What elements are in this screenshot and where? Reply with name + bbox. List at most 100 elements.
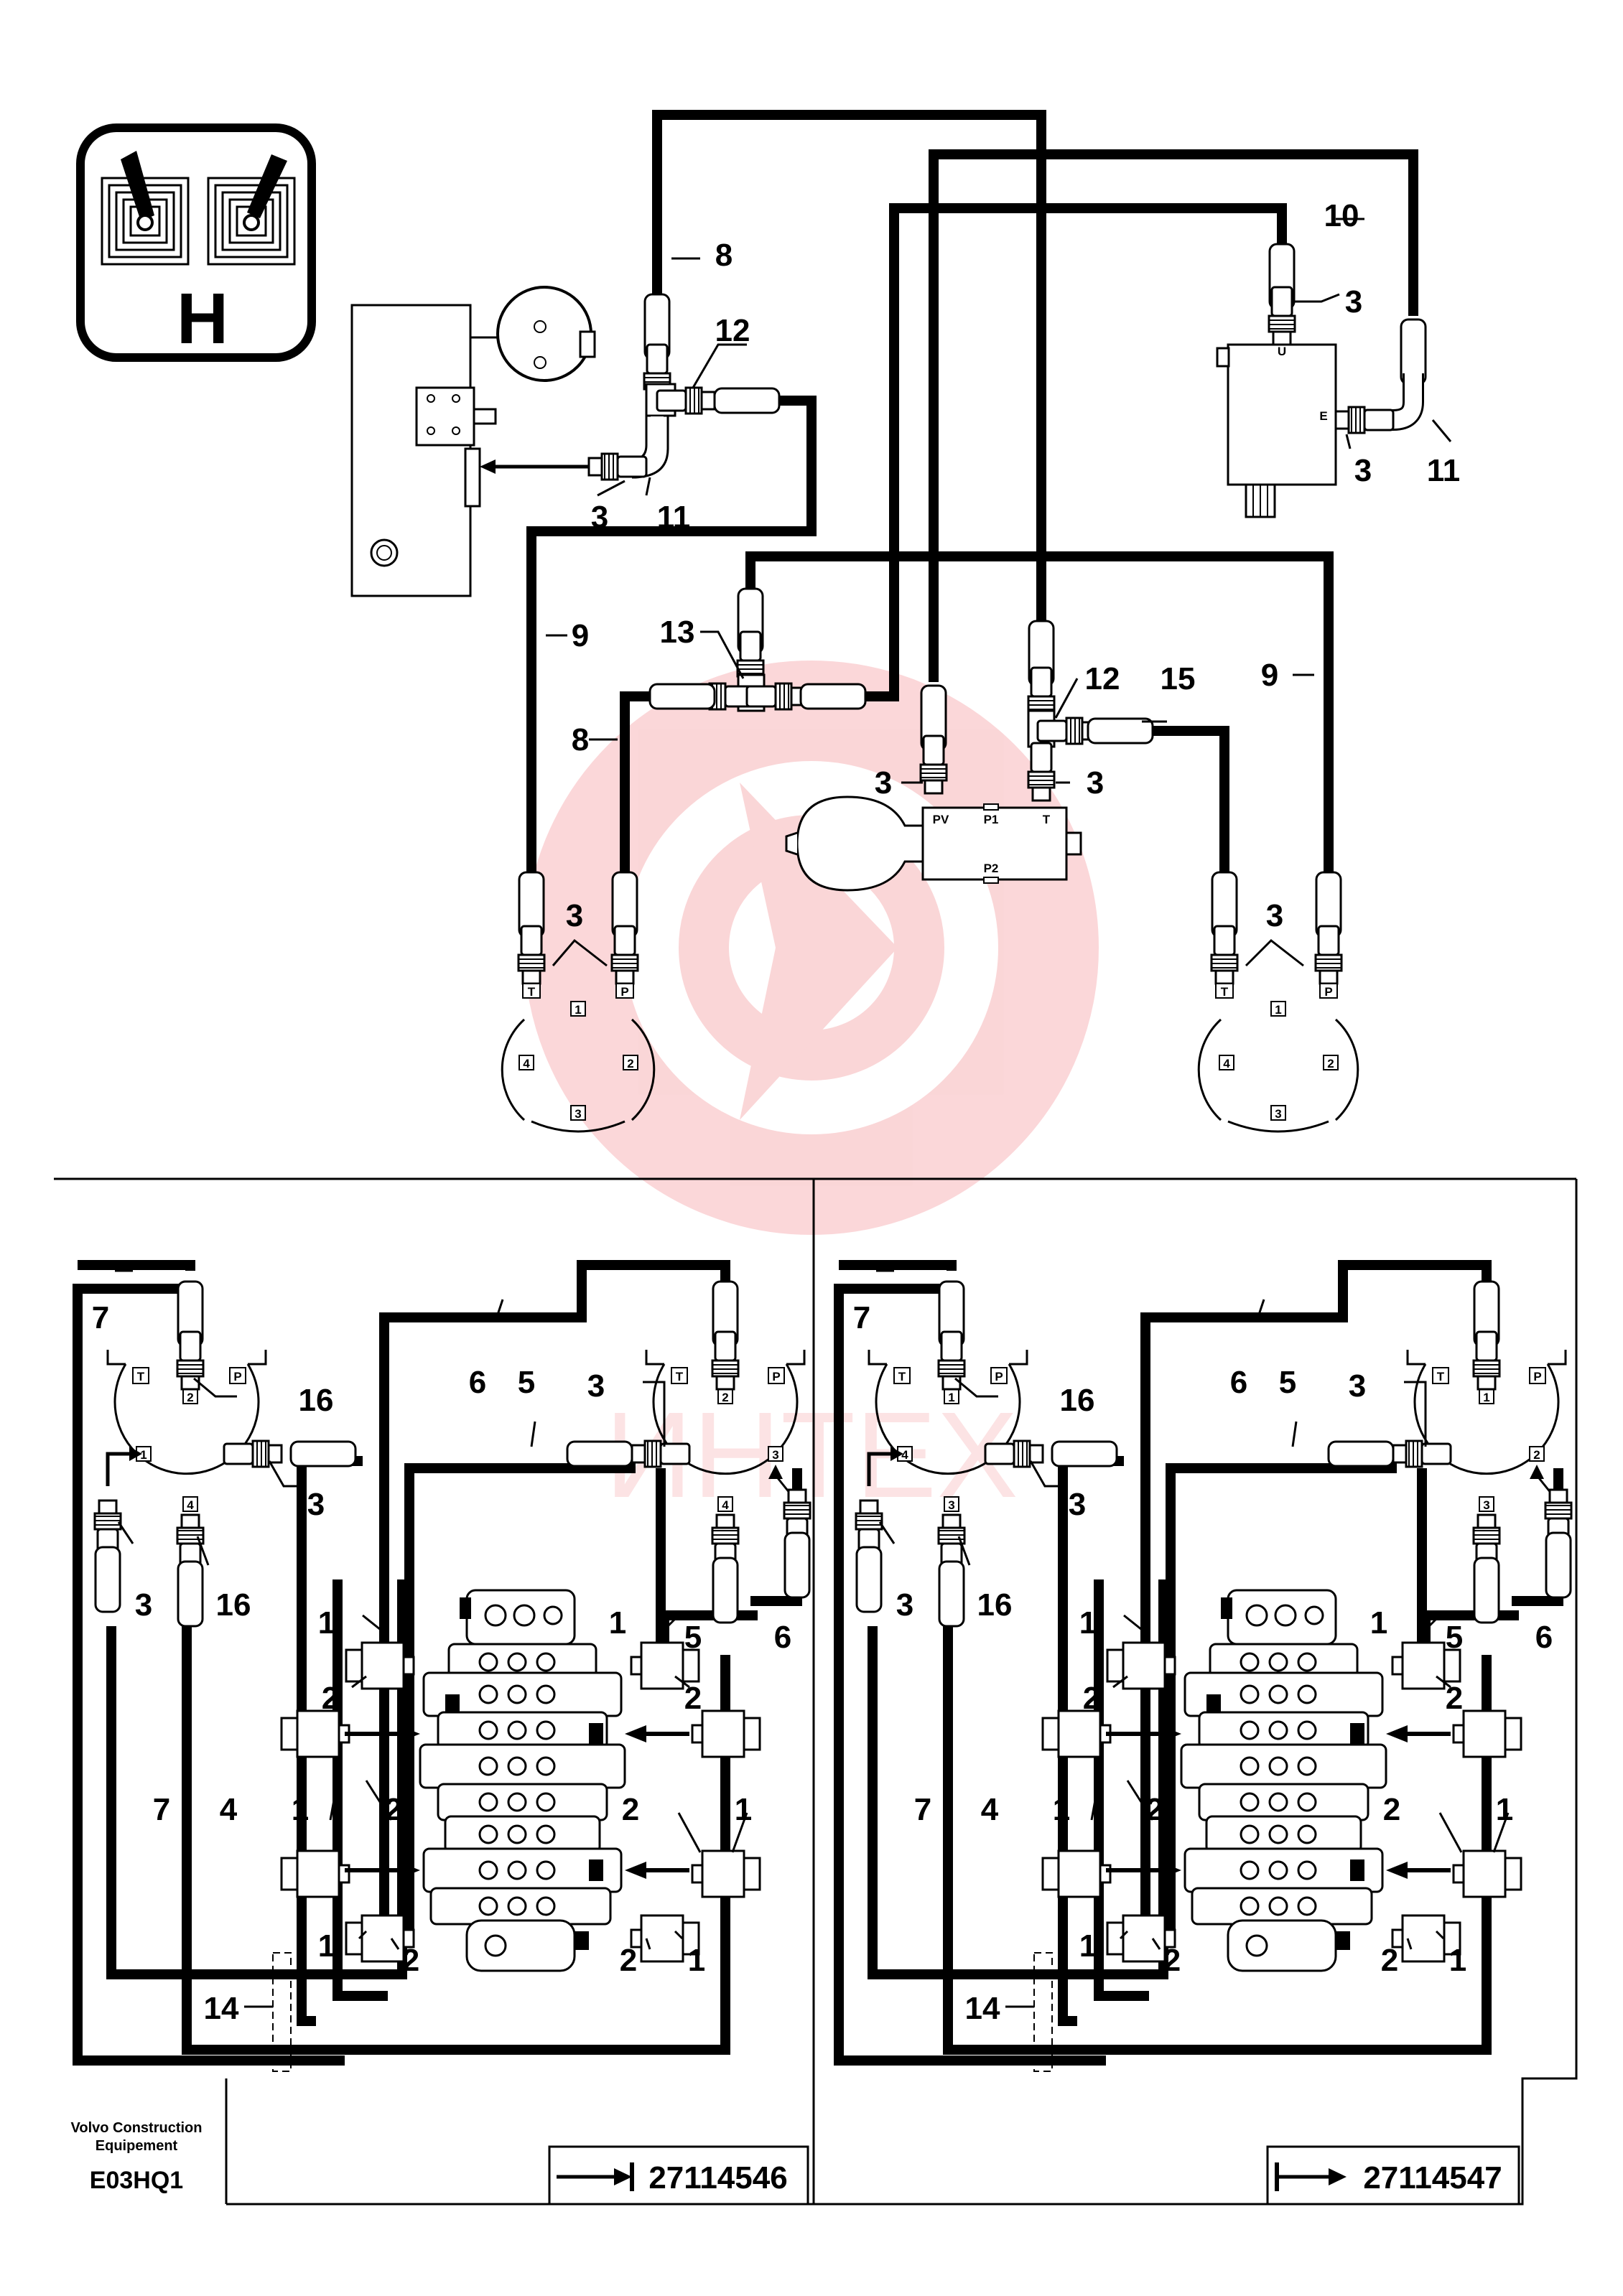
label-8-top: 8: [715, 238, 733, 273]
svg-text:1: 1: [948, 1391, 954, 1404]
svg-text:2: 2: [622, 1792, 639, 1827]
footer-company: Volvo Construction Equipement E03HQ1: [71, 2120, 203, 2194]
arrow-right-icon: [1160, 1862, 1181, 1879]
svg-text:3: 3: [896, 1587, 913, 1623]
svg-text:2: 2: [1446, 1681, 1463, 1716]
tee-fitting-13: [648, 587, 867, 712]
svg-text:1: 1: [292, 1792, 309, 1827]
joystick-right-ports: T P 2 1 3 4: [566, 1280, 812, 1624]
ref-box-left: 27114546: [548, 2145, 809, 2206]
label-8-lower: 8: [572, 722, 589, 757]
svg-text:1: 1: [609, 1605, 626, 1641]
rm-port-p: P: [1324, 985, 1332, 999]
label-3-h: 3: [591, 500, 608, 535]
svg-text:6: 6: [774, 1620, 791, 1655]
svg-text:7: 7: [914, 1792, 931, 1827]
svg-text:3: 3: [1349, 1368, 1366, 1404]
svg-text:7: 7: [92, 1300, 109, 1335]
svg-text:2: 2: [385, 1792, 402, 1827]
svg-text:1: 1: [1053, 1792, 1070, 1827]
junction-block-14: [1033, 1952, 1053, 2072]
brake-valve-block: PV P1 T P2: [785, 795, 1082, 892]
svg-text:3: 3: [575, 1107, 581, 1121]
hydraulic-tank-unit: [350, 286, 596, 597]
label-3-e: 3: [1354, 453, 1372, 488]
ref-number: 27114546: [648, 2160, 787, 2195]
svg-text:T: T: [137, 1370, 145, 1383]
svg-text:7: 7: [853, 1300, 870, 1335]
label-3-u: 3: [1345, 284, 1362, 319]
pattern-letter: H: [177, 279, 228, 359]
joystick-left-ports: T P 2 1 3 4: [93, 1280, 357, 1628]
label-15: 15: [1161, 661, 1196, 696]
junction-block-14: [272, 1952, 292, 2072]
svg-text:1: 1: [1370, 1605, 1387, 1641]
arrow-right-icon: [1329, 2168, 1347, 2185]
port-e-label: E: [1319, 409, 1327, 423]
svg-text:16: 16: [216, 1587, 251, 1623]
arrow-right-icon: [614, 2168, 632, 2185]
svg-text:T: T: [898, 1370, 906, 1383]
svg-text:1: 1: [1496, 1792, 1513, 1827]
rm-port-t: T: [1221, 985, 1229, 999]
panel-right: T P 1 4 2 3 T: [834, 1260, 1573, 2206]
left-travel-motor: T P 1 4 2 3: [501, 871, 656, 1133]
svg-text:T: T: [1437, 1370, 1445, 1383]
label-10: 10: [1324, 198, 1359, 233]
svg-text:2: 2: [684, 1681, 702, 1716]
drawing-code: E03HQ1: [90, 2167, 183, 2194]
label-3-left-motor: 3: [566, 898, 583, 933]
svg-text:6: 6: [1535, 1620, 1553, 1655]
svg-text:5: 5: [1279, 1365, 1296, 1400]
panel-pipes: [834, 1260, 1563, 2066]
svg-text:16: 16: [299, 1383, 334, 1418]
left-joystick-icon: [101, 151, 190, 266]
svg-text:6: 6: [469, 1365, 486, 1400]
svg-text:3: 3: [948, 1498, 954, 1512]
arrow-into-unit-icon: [480, 459, 496, 474]
svg-text:1: 1: [688, 1943, 705, 1978]
svg-text:3: 3: [772, 1448, 778, 1462]
valve-arrows: [345, 1725, 689, 1879]
joystick-pattern-icon: H: [76, 123, 316, 362]
svg-text:1: 1: [140, 1448, 147, 1462]
company-line1: Volvo Construction: [71, 2120, 203, 2136]
svg-text:6: 6: [1230, 1365, 1247, 1400]
svg-text:T: T: [676, 1370, 684, 1383]
panel-left: T P 2 1 3 4 T: [73, 1260, 812, 2206]
svg-text:4: 4: [901, 1448, 908, 1462]
svg-text:4: 4: [1223, 1057, 1230, 1070]
tee-fitting-12-top: [587, 293, 781, 481]
svg-text:4: 4: [523, 1057, 530, 1070]
joystick-right-ports: T P 1 4 2 3: [1327, 1280, 1573, 1624]
label-13: 13: [660, 615, 695, 650]
svg-text:14: 14: [204, 1991, 239, 2026]
label-3-right-motor: 3: [1266, 898, 1283, 933]
svg-text:2: 2: [1163, 1943, 1181, 1978]
label-3-t: 3: [1087, 765, 1104, 801]
arrow-right-icon: [399, 1862, 420, 1879]
svg-text:16: 16: [977, 1587, 1013, 1623]
company-line2: Equipement: [96, 2138, 178, 2154]
svg-text:5: 5: [518, 1365, 535, 1400]
svg-text:P: P: [1533, 1370, 1541, 1383]
port-u-label: U: [1278, 345, 1286, 358]
right-joystick-icon: [207, 154, 296, 266]
label-9-right: 9: [1261, 658, 1278, 693]
svg-text:P: P: [772, 1370, 780, 1383]
control-valve-bank: [1180, 1589, 1387, 1972]
watermark-logo: [524, 661, 1099, 1235]
svg-text:2: 2: [187, 1391, 193, 1404]
solenoid-valve-block: U E: [1216, 343, 1337, 518]
arrow-left-icon: [1386, 1862, 1408, 1879]
svg-text:2: 2: [1146, 1792, 1163, 1827]
svg-text:3: 3: [587, 1368, 605, 1404]
valve-arrows: [1106, 1725, 1451, 1879]
control-valve-bank: [419, 1589, 626, 1972]
svg-text:1: 1: [1079, 1928, 1097, 1964]
svg-text:2: 2: [620, 1943, 637, 1978]
ref-number: 27114547: [1363, 2160, 1502, 2195]
lm-port-t: T: [528, 985, 536, 999]
svg-text:P: P: [233, 1370, 241, 1383]
